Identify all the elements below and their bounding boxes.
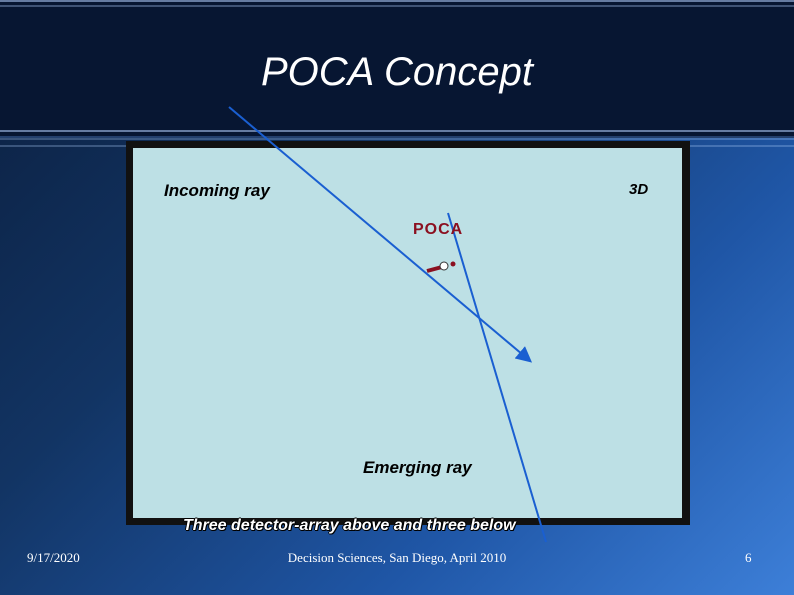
decorative-stripe bbox=[0, 138, 794, 140]
footer-date: 9/17/2020 bbox=[27, 550, 80, 565]
detector-caption: Three detector-array above and three bel… bbox=[183, 517, 516, 534]
incoming-ray-label: Incoming ray bbox=[164, 181, 270, 200]
dimension-label: 3D bbox=[629, 181, 649, 198]
title-band bbox=[0, 0, 794, 138]
poca-point-icon bbox=[439, 261, 449, 271]
slide-title: POCA Concept bbox=[261, 50, 533, 94]
poca-label: POCA bbox=[413, 221, 464, 238]
emerging-ray-label: Emerging ray bbox=[363, 458, 472, 477]
diagram-panel bbox=[133, 148, 682, 518]
decorative-stripe bbox=[0, 130, 794, 132]
poca-connector bbox=[426, 265, 443, 273]
footer-text: Decision Sciences, San Diego, April 2010 bbox=[287, 550, 507, 565]
decorative-stripe bbox=[0, 5, 794, 7]
emerging-ray-line bbox=[447, 212, 547, 543]
incoming-ray-line bbox=[228, 106, 533, 363]
poca-marker-icon bbox=[450, 261, 456, 267]
page-number: 6 bbox=[745, 550, 752, 565]
decorative-stripe bbox=[0, 0, 794, 2]
